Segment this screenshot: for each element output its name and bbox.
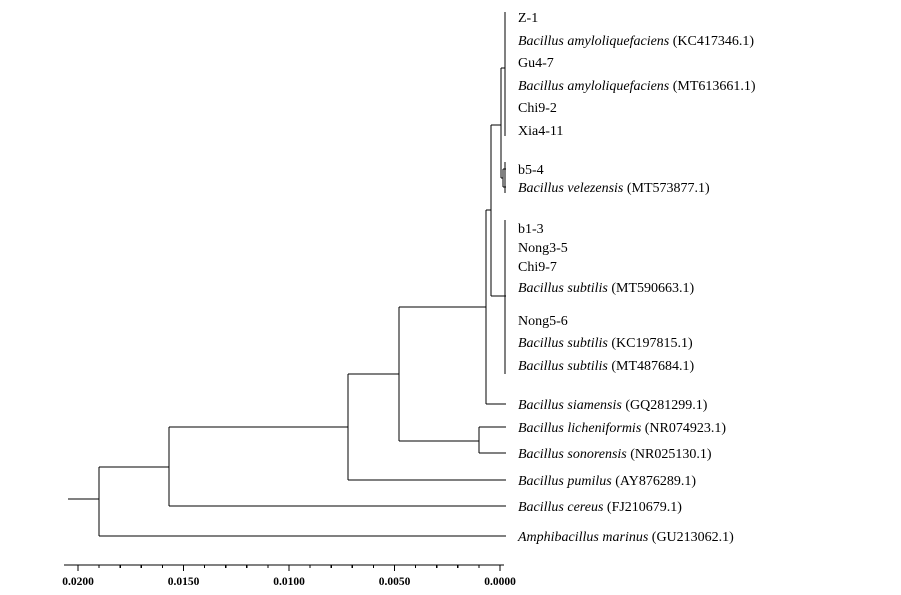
leaf-label-bl: Bacillus licheniformis (NR074923.1) (518, 421, 726, 436)
leaf-species-name: Bacillus siamensis (518, 398, 622, 413)
leaf-species-name: Nong5-6 (518, 314, 568, 329)
leaf-species-name: Bacillus amyloliquefaciens (518, 79, 670, 94)
leaf-species-name: Xia4-11 (518, 124, 563, 139)
tree-branches (68, 12, 506, 537)
leaf-label-ba1: Bacillus amyloliquefaciens (KC417346.1) (518, 34, 754, 49)
leaf-accession: (AY876289.1) (612, 474, 697, 489)
axis-tick-label: 0.0200 (62, 576, 94, 588)
scale-axis: 0.0200 0.0150 0.0100 0.0050 0.0000 (62, 564, 516, 588)
leaf-species-name: Amphibacillus marinus (517, 530, 649, 545)
leaf-label-bs2: Bacillus subtilis (KC197815.1) (518, 336, 693, 351)
leaf-accession: (NR074923.1) (641, 421, 726, 436)
leaf-accession: (MT487684.1) (608, 359, 695, 374)
leaf-species-name: Bacillus velezensis (518, 181, 624, 196)
leaf-label-bs3: Bacillus subtilis (MT487684.1) (518, 359, 695, 374)
axis-tick-label: 0.0100 (273, 576, 305, 588)
leaf-accession: (KC197815.1) (608, 336, 693, 351)
leaf-label-chi97: Chi9-7 (518, 260, 557, 275)
leaf-species-name: Bacillus licheniformis (518, 421, 642, 436)
leaf-species-name: Chi9-7 (518, 260, 557, 275)
leaf-species-name: Bacillus amyloliquefaciens (518, 34, 670, 49)
leaf-species-name: Bacillus subtilis (518, 281, 608, 296)
leaf-species-name: Bacillus subtilis (518, 359, 608, 374)
leaf-accession: (KC417346.1) (669, 34, 754, 49)
leaf-species-name: Bacillus subtilis (518, 336, 608, 351)
leaf-label-b54: b5-4 (518, 163, 544, 178)
leaf-species-name: Chi9-2 (518, 101, 557, 116)
axis-tick-label: 0.0000 (484, 576, 516, 588)
leaf-accession: (GQ281299.1) (622, 398, 708, 413)
leaf-species-name: b5-4 (518, 163, 544, 178)
leaf-label-bv: Bacillus velezensis (MT573877.1) (518, 181, 710, 196)
leaf-label-bp: Bacillus pumilus (AY876289.1) (518, 474, 696, 489)
leaf-accession: (MT573877.1) (623, 181, 710, 196)
leaf-label-gu47: Gu4-7 (518, 56, 554, 71)
axis-tick-label: 0.0050 (379, 576, 411, 588)
leaf-species-name: Bacillus cereus (518, 500, 604, 515)
leaf-label-bc: Bacillus cereus (FJ210679.1) (518, 500, 682, 515)
leaf-label-chi92: Chi9-2 (518, 101, 557, 116)
leaf-label-bso: Bacillus sonorensis (NR025130.1) (518, 447, 712, 462)
leaf-label-z1: Z-1 (518, 11, 538, 26)
leaf-label-xia411: Xia4-11 (518, 124, 563, 139)
leaf-label-b13: b1-3 (518, 222, 544, 237)
leaf-label-nong56: Nong5-6 (518, 314, 568, 329)
leaf-accession: (MT590663.1) (608, 281, 695, 296)
leaf-species-name: Z-1 (518, 11, 538, 26)
axis-tick-label: 0.0150 (168, 576, 200, 588)
leaf-species-name: Bacillus sonorensis (518, 447, 627, 462)
leaf-species-name: Gu4-7 (518, 56, 554, 71)
leaf-accession: (FJ210679.1) (603, 500, 682, 515)
leaf-species-name: b1-3 (518, 222, 544, 237)
leaf-accession: (MT613661.1) (669, 79, 756, 94)
leaf-accession: (GU213062.1) (648, 530, 734, 545)
leaf-accession: (NR025130.1) (627, 447, 712, 462)
leaf-label-ba2: Bacillus amyloliquefaciens (MT613661.1) (518, 79, 756, 94)
leaf-label-nong35: Nong3-5 (518, 241, 568, 256)
leaf-label-bs1: Bacillus subtilis (MT590663.1) (518, 281, 695, 296)
leaf-label-bsi: Bacillus siamensis (GQ281299.1) (518, 398, 708, 413)
leaf-label-am: Amphibacillus marinus (GU213062.1) (517, 530, 734, 545)
leaf-species-name: Bacillus pumilus (518, 474, 612, 489)
leaf-species-name: Nong3-5 (518, 241, 568, 256)
